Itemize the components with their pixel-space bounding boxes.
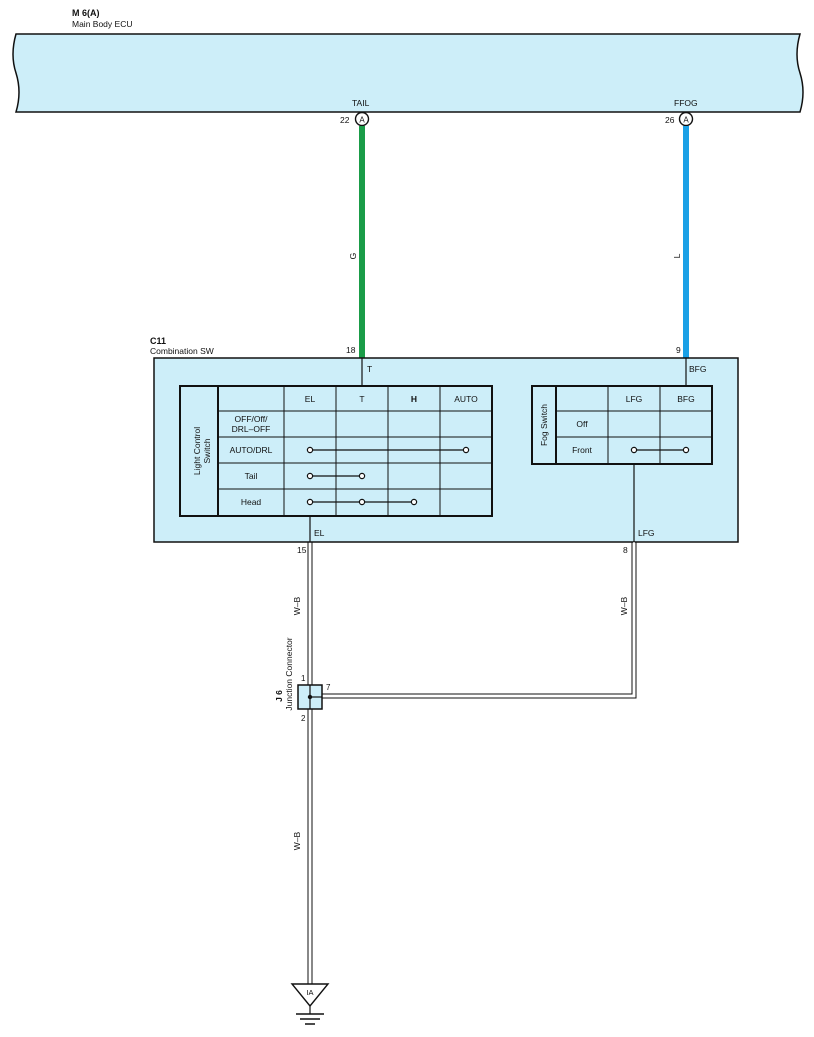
wire-color-l: L <box>672 253 682 258</box>
lc-row-off-line2: DRL–OFF <box>232 424 271 434</box>
junction-connector <box>297 684 323 710</box>
fog-row-off: Off <box>576 419 588 429</box>
junction-pin-7: 7 <box>326 683 331 692</box>
ecu-pin-signal-tail: TAIL <box>352 98 370 108</box>
terminal-bfg: BFG <box>689 364 706 374</box>
lc-row-tail: Tail <box>245 471 258 481</box>
lc-col-el: EL <box>305 394 316 404</box>
light-control-title: Light ControlSwitch <box>192 427 212 475</box>
light-control-table: Light ControlSwitch EL T H AUTO OFF/Off/… <box>179 385 493 517</box>
ecu-pin-signal-ffog: FFOG <box>674 98 698 108</box>
switch-pin-lfg: 8 <box>623 545 628 555</box>
continuity-front <box>630 446 690 454</box>
lc-col-auto: AUTO <box>454 394 478 404</box>
lc-row-off-line1: OFF/Off/ <box>235 414 269 424</box>
junction-code: J 6 <box>274 690 284 702</box>
switch-code: C11 <box>150 336 166 346</box>
fog-col-lfg: LFG <box>626 394 643 404</box>
connector-letter: A <box>359 116 365 125</box>
wire-wb-ground <box>307 709 313 984</box>
ecu-connector-tail: A <box>354 111 370 127</box>
continuity-tail <box>306 472 366 480</box>
lc-row-auto-drl: AUTO/DRL <box>230 445 273 455</box>
light-control-title-line1: Light Control <box>192 427 202 475</box>
switch-name: Combination SW <box>150 346 214 356</box>
wire-color-g: G <box>348 253 358 260</box>
switch-pin-el: 15 <box>297 545 307 555</box>
switch-pin-tail: 18 <box>346 345 356 355</box>
fog-col-bfg: BFG <box>677 394 694 404</box>
ground-label: IA <box>306 988 313 997</box>
wire-color-wb-1: W–B <box>292 596 302 615</box>
junction-pin-2: 2 <box>301 714 306 723</box>
light-control-title-line2: Switch <box>202 438 212 463</box>
main-body-ecu-block <box>12 33 804 113</box>
fog-switch-table: Fog Switch LFG BFG Off Front <box>531 385 713 465</box>
junction-name: Junction Connector <box>284 637 294 710</box>
terminal-lfg: LFG <box>638 528 655 538</box>
switch-pin-fog: 9 <box>676 345 681 355</box>
ground-symbol: IA <box>290 983 330 1025</box>
continuity-auto-drl <box>306 446 470 454</box>
lc-col-t: T <box>359 394 364 404</box>
fog-switch-title: Fog Switch <box>539 404 549 446</box>
lc-row-head: Head <box>241 497 262 507</box>
wire-wb-lfg <box>322 542 637 699</box>
ecu-code: M 6(A) <box>72 8 100 18</box>
terminal-el: EL <box>314 528 325 538</box>
ecu-connector-ffog: A <box>678 111 694 127</box>
continuity-head <box>306 498 418 506</box>
ecu-pin-number-tail: 22 <box>340 115 350 125</box>
junction-pin-1: 1 <box>301 674 306 683</box>
ecu-name: Main Body ECU <box>72 19 132 29</box>
wire-color-wb-2: W–B <box>292 831 302 850</box>
ecu-pin-number-ffog: 26 <box>665 115 675 125</box>
fog-row-front: Front <box>572 445 592 455</box>
wire-color-wb-lfg: W–B <box>619 596 629 615</box>
lc-col-h: H <box>411 394 417 404</box>
terminal-t: T <box>367 364 372 374</box>
connector-letter: A <box>683 116 689 125</box>
wire-wb-el <box>307 542 313 685</box>
